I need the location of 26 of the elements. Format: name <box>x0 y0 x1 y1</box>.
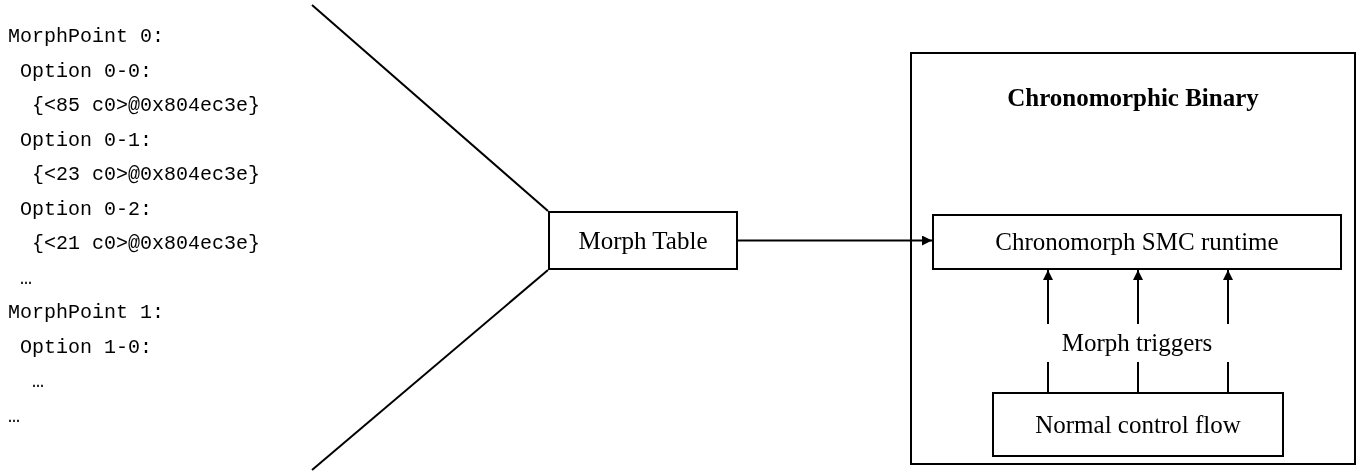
code-line: MorphPoint 0: <box>8 25 165 49</box>
process-box: Morph Table <box>548 211 738 270</box>
arrow <box>1043 269 1053 325</box>
process-box: Chronomorph SMC runtime <box>932 214 1342 270</box>
code-line: {<21 c0>@0x804ec3e} <box>31 232 261 256</box>
arrow <box>737 235 933 246</box>
code-line: Option 0-0: <box>19 59 153 84</box>
code-line: … <box>31 370 44 394</box>
code-line: Option 0-1: <box>19 128 153 153</box>
container-title: Chronomorphic Binary <box>1006 84 1260 112</box>
process-box: Normal control flow <box>992 392 1284 457</box>
code-line: … <box>19 266 32 291</box>
connector-line <box>1137 361 1139 393</box>
connector-line <box>1047 361 1049 393</box>
code-line: … <box>8 404 20 429</box>
code-line: Option 0-2: <box>19 197 153 222</box>
code-line: Option 1-0: <box>19 335 153 360</box>
code-line: {<23 c0>@0x804ec3e} <box>31 163 261 187</box>
code-line: {<85 c0>@0x804ec3e} <box>31 94 261 118</box>
code-line: MorphPoint 1: <box>8 301 165 325</box>
connector-line <box>311 4 549 212</box>
container-box <box>910 52 1356 465</box>
arrow <box>1133 269 1143 325</box>
connector-line <box>311 269 549 471</box>
connector-line <box>1227 361 1229 393</box>
arrow <box>1223 269 1233 325</box>
